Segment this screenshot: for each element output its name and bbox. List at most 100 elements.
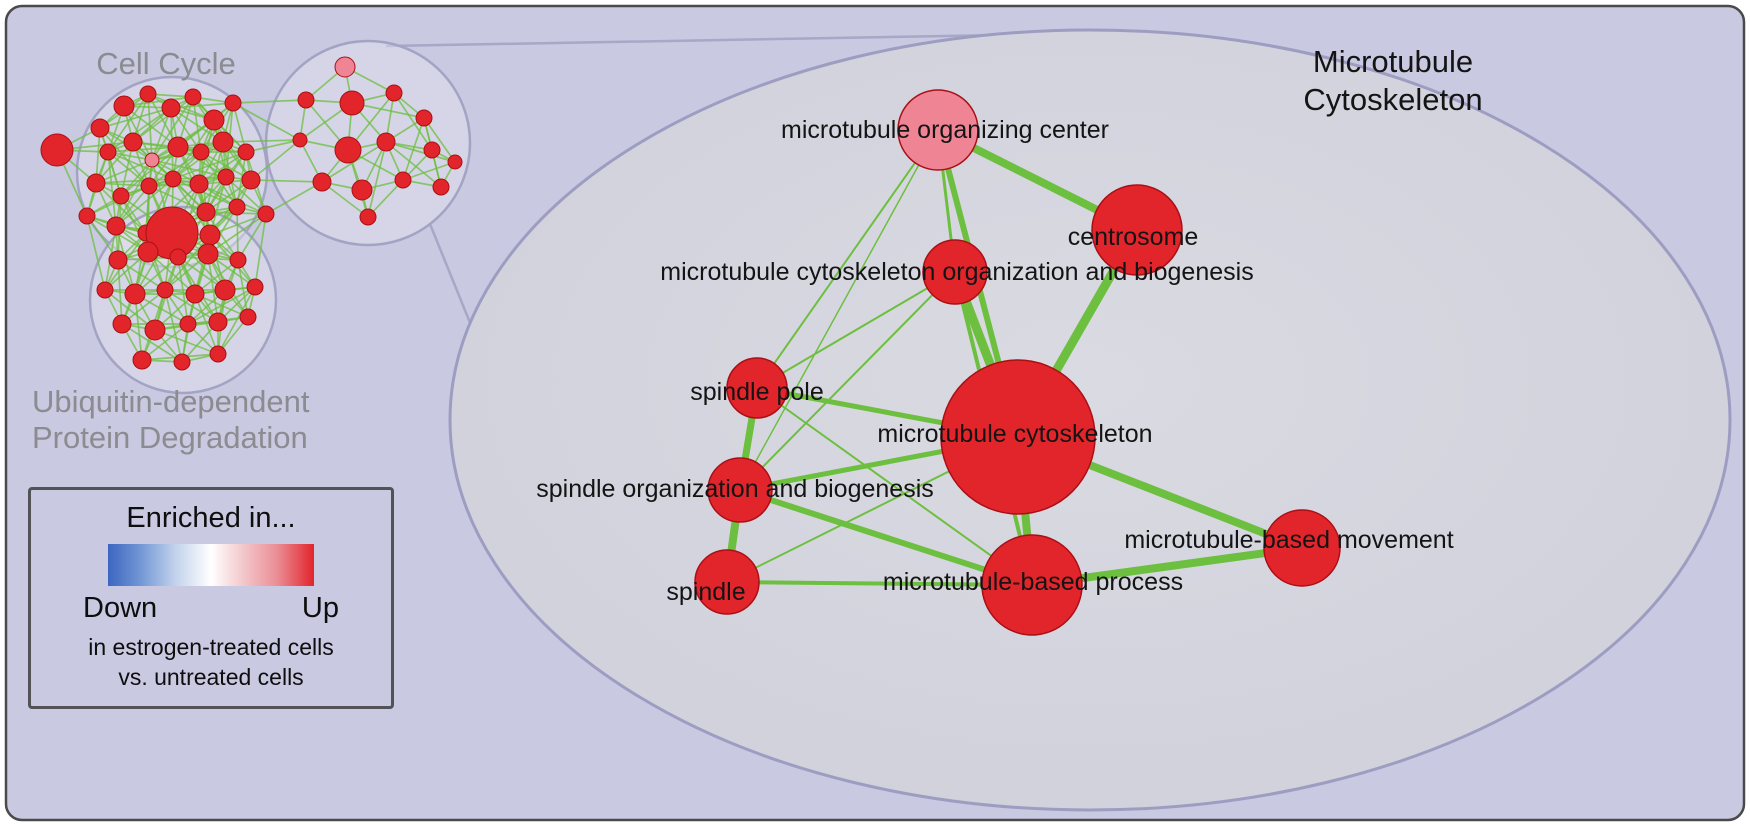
- label-microtubule-organizing-center: microtubule organizing center: [781, 116, 1109, 144]
- overview-edge: [265, 181, 323, 215]
- overview-edge: [207, 253, 219, 323]
- overview-node: [237, 143, 255, 161]
- overview-edge: [164, 234, 211, 291]
- overview-edge: [217, 286, 256, 355]
- overview-node: [229, 251, 247, 269]
- legend-caption-line1: in estrogen-treated cells: [88, 634, 334, 660]
- overview-node: [199, 224, 221, 246]
- overview-node: [376, 132, 396, 152]
- overview-edge: [222, 139, 301, 143]
- label-spindle-organization-and-biogenesis: spindle organization and biogenesis: [536, 475, 934, 503]
- overview-node: [156, 281, 174, 299]
- overview-node: [415, 109, 433, 127]
- overview-node: [96, 281, 114, 299]
- overview-node: [113, 95, 135, 117]
- overview-node: [197, 243, 219, 265]
- overview-node: [144, 152, 160, 168]
- overview-edge: [132, 96, 194, 143]
- overview-edge: [205, 211, 239, 261]
- overview-edge: [120, 146, 179, 197]
- edge-spindle-pole--microtubule-based-process: [756, 387, 1033, 586]
- overview-edge: [151, 96, 194, 161]
- overview-edge: [402, 161, 456, 181]
- overview-edge: [107, 93, 149, 153]
- label-microtubule-based-process: microtubule-based process: [883, 568, 1183, 596]
- overview-node: [394, 171, 412, 189]
- overview-node: [169, 248, 187, 266]
- label-microtubule-cytoskeleton: microtubule cytoskeleton: [877, 420, 1152, 448]
- overview-node: [161, 98, 181, 118]
- label-centrosome: centrosome: [1068, 223, 1199, 251]
- edge-microtubule-organizing-center--spindle-organization-and-biogenesis: [739, 129, 939, 491]
- overview-node: [212, 131, 234, 153]
- overview-edge: [254, 213, 267, 288]
- detail-nodes-group: [694, 89, 1341, 636]
- overview-edge: [172, 151, 247, 180]
- cell-cycle-cluster-label: Cell Cycle: [96, 46, 236, 81]
- overview-edge: [207, 213, 267, 255]
- overview-node: [432, 178, 450, 196]
- overview-node: [239, 308, 257, 326]
- overview-edge: [172, 178, 238, 208]
- node-microtubule-based-process: [981, 534, 1083, 636]
- edge-microtubule-cytoskeleton-organization-and-biogenesis--spindle-pole: [756, 271, 956, 389]
- edge-spindle--microtubule-based-process: [725, 580, 1034, 587]
- overview-node: [351, 179, 373, 201]
- overview-node: [334, 136, 362, 164]
- overview-edge: [250, 139, 301, 181]
- overview-node: [144, 319, 166, 341]
- microtubule-mini-cluster-circle: [264, 39, 472, 247]
- overview-node: [241, 170, 261, 190]
- label-microtubule-cytoskeleton-organization-and-biogenesis: microtubule cytoskeleton organization an…: [660, 258, 1253, 286]
- overview-node: [112, 314, 132, 334]
- node-centrosome: [1091, 184, 1183, 276]
- overview-node: [297, 91, 315, 109]
- overview-node: [217, 168, 235, 186]
- legend-down-label: Down: [83, 592, 158, 624]
- node-microtubule-organizing-center: [897, 89, 979, 171]
- overview-node: [224, 94, 242, 112]
- overview-edge: [198, 183, 267, 215]
- ubiquitin-cluster-label-line2: Protein Degradation: [32, 420, 308, 455]
- overview-edge: [86, 215, 106, 291]
- overview-node: [164, 170, 182, 188]
- microtubule-cytoskeleton-title-line1: Microtubule: [1313, 44, 1473, 79]
- overview-node: [90, 118, 110, 138]
- overview-node: [140, 177, 158, 195]
- overview-node: [203, 109, 225, 131]
- overview-edge: [367, 141, 387, 218]
- overview-edge: [99, 107, 172, 129]
- label-spindle-pole: spindle pole: [690, 378, 823, 406]
- node-microtubule-based-movement: [1263, 509, 1341, 587]
- overview-node: [312, 172, 332, 192]
- edge-spindle-organization-and-biogenesis--microtubule-based-process: [737, 487, 1035, 588]
- label-microtubule-based-movement: microtubule-based movement: [1124, 526, 1453, 554]
- overview-edge: [321, 181, 369, 218]
- overview-node: [123, 132, 143, 152]
- overview-edge: [121, 323, 183, 363]
- overview-edge: [107, 146, 179, 153]
- overview-node: [292, 132, 308, 148]
- overview-node: [124, 283, 146, 305]
- overview-node: [106, 216, 126, 236]
- overview-node: [173, 353, 191, 371]
- overview-node: [196, 202, 216, 222]
- overview-edge: [225, 176, 267, 215]
- overview-edge: [237, 213, 267, 261]
- overview-node: [184, 88, 202, 106]
- overview-node: [185, 284, 205, 304]
- overview-node: [137, 241, 159, 263]
- overview-node: [108, 250, 128, 270]
- overview-node: [189, 174, 209, 194]
- overview-edge: [402, 117, 425, 181]
- legend-box: Enriched in... Down Up in estrogen-treat…: [28, 487, 394, 709]
- overview-edge: [385, 141, 456, 163]
- overview-nodes-group: [40, 56, 463, 371]
- node-microtubule-cytoskeleton: [940, 359, 1096, 515]
- overview-edge: [123, 96, 194, 107]
- overview-edge: [192, 96, 202, 153]
- overview-edge: [115, 178, 174, 227]
- overview-node: [334, 56, 356, 78]
- overview-node: [112, 187, 130, 205]
- overview-edge: [232, 102, 301, 141]
